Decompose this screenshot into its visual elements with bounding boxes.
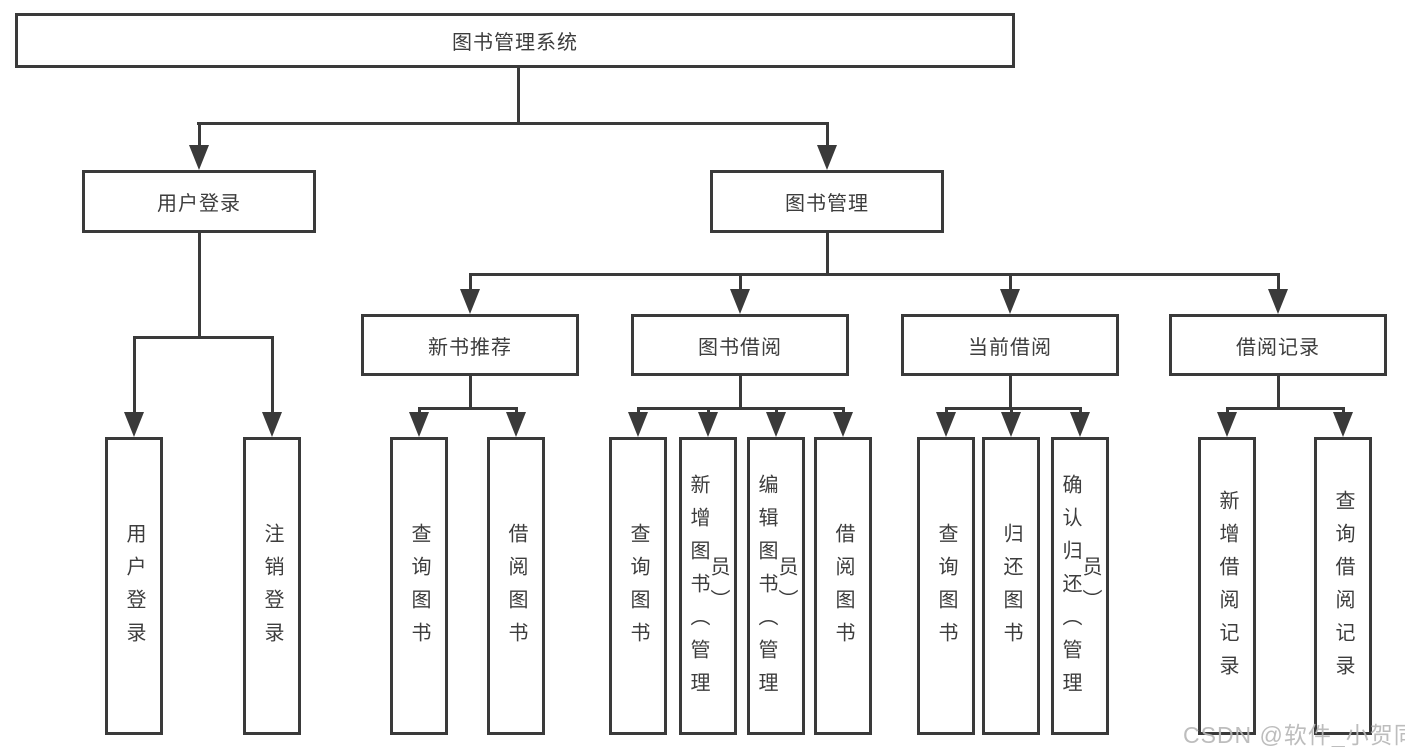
connector-line xyxy=(1008,273,1012,289)
connector-line xyxy=(1227,407,1345,410)
connector-line xyxy=(706,407,710,412)
arrowhead-down-icon xyxy=(1268,289,1288,314)
connector-line xyxy=(1276,376,1280,407)
leaf-query-books-2: 查询图书 xyxy=(609,437,667,735)
connector-line xyxy=(468,376,472,407)
connector-line xyxy=(774,407,778,412)
connector-line xyxy=(197,122,201,145)
arrowhead-down-icon xyxy=(409,412,429,437)
connector-line xyxy=(197,233,201,336)
connector-line xyxy=(738,273,742,289)
connector-line xyxy=(1009,407,1013,412)
arrowhead-down-icon xyxy=(936,412,956,437)
arrowhead-down-icon xyxy=(817,145,837,170)
connector-line xyxy=(638,407,845,410)
connector-line xyxy=(1225,407,1229,412)
leaf-return-books: 归还图书 xyxy=(982,437,1040,735)
connector-line xyxy=(197,122,829,125)
leaf-query-books-1: 查询图书 xyxy=(390,437,448,735)
leaf-add-borrow-record: 新增借阅记录 xyxy=(1198,437,1256,735)
node-book-borrow: 图书借阅 xyxy=(631,314,849,376)
leaf-user-login: 用户登录 xyxy=(105,437,163,735)
arrowhead-down-icon xyxy=(698,412,718,437)
leaf-edit-books-admin: 编辑图书（管理员） xyxy=(747,437,805,735)
connector-line xyxy=(1008,376,1012,407)
node-current-borrow: 当前借阅 xyxy=(901,314,1119,376)
connector-line xyxy=(470,273,1280,276)
connector-line xyxy=(132,336,136,412)
arrowhead-down-icon xyxy=(833,412,853,437)
arrowhead-down-icon xyxy=(730,289,750,314)
connector-line xyxy=(517,68,520,122)
connector-line xyxy=(738,376,742,407)
leaf-query-borrow-record: 查询借阅记录 xyxy=(1314,437,1372,735)
connector-line xyxy=(1341,407,1345,412)
connector-line xyxy=(514,407,518,412)
arrowhead-down-icon xyxy=(1333,412,1353,437)
connector-line xyxy=(1078,407,1082,412)
node-new-book-recommend: 新书推荐 xyxy=(361,314,579,376)
connector-line xyxy=(825,233,829,273)
arrowhead-down-icon xyxy=(262,412,282,437)
node-user-login: 用户登录 xyxy=(82,170,316,233)
connector-line xyxy=(1276,273,1280,289)
leaf-borrow-books-1: 借阅图书 xyxy=(487,437,545,735)
node-book-management: 图书管理 xyxy=(710,170,944,233)
connector-line xyxy=(825,122,829,145)
connector-line xyxy=(841,407,845,412)
connector-line xyxy=(419,407,518,410)
leaf-borrow-books-2: 借阅图书 xyxy=(814,437,872,735)
node-borrow-records: 借阅记录 xyxy=(1169,314,1387,376)
connector-line xyxy=(270,336,274,412)
leaf-query-books-3: 查询图书 xyxy=(917,437,975,735)
arrowhead-down-icon xyxy=(628,412,648,437)
arrowhead-down-icon xyxy=(189,145,209,170)
connector-line xyxy=(134,336,274,339)
leaf-logout: 注销登录 xyxy=(243,437,301,735)
connector-line xyxy=(417,407,421,412)
arrowhead-down-icon xyxy=(766,412,786,437)
arrowhead-down-icon xyxy=(1217,412,1237,437)
leaf-confirm-return-admin: 确认归还（管理员） xyxy=(1051,437,1109,735)
arrowhead-down-icon xyxy=(1070,412,1090,437)
connector-line xyxy=(946,407,1082,410)
arrowhead-down-icon xyxy=(460,289,480,314)
arrowhead-down-icon xyxy=(1001,412,1021,437)
connector-line xyxy=(636,407,640,412)
arrowhead-down-icon xyxy=(1000,289,1020,314)
leaf-add-books-admin: 新增图书（管理员） xyxy=(679,437,737,735)
connector-line xyxy=(944,407,948,412)
node-root: 图书管理系统 xyxy=(15,13,1015,68)
arrowhead-down-icon xyxy=(124,412,144,437)
arrowhead-down-icon xyxy=(506,412,526,437)
csdn-watermark: CSDN @软件_小贺同学 xyxy=(1183,722,1405,747)
connector-line xyxy=(468,273,472,289)
